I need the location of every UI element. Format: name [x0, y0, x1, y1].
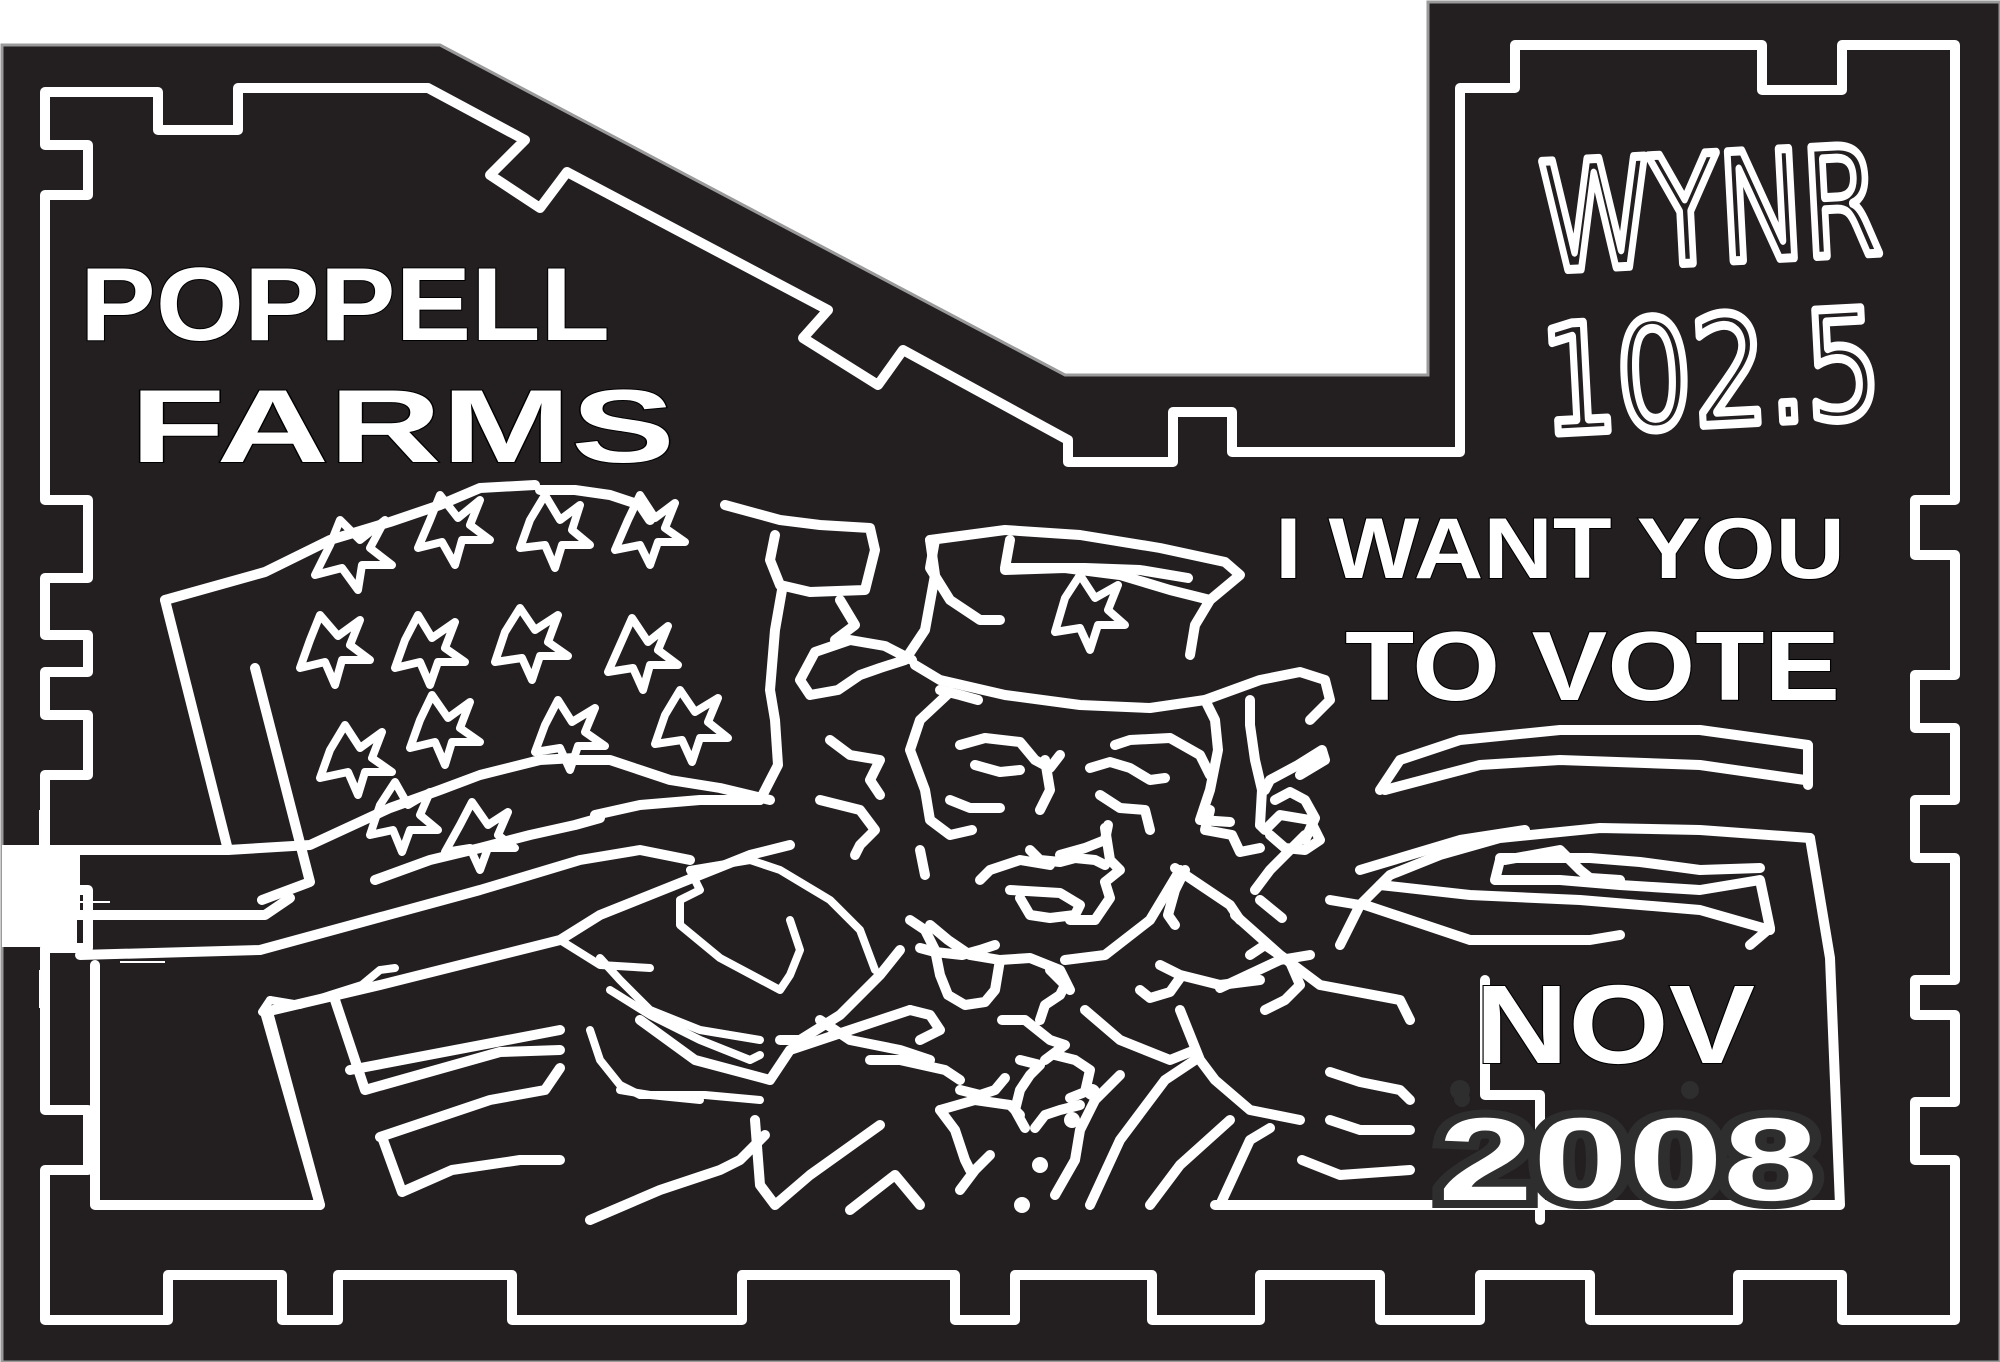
- star-icon: [296, 491, 1129, 874]
- farm-name-line1: POPPELL: [80, 247, 610, 363]
- farm-name-line2: FARMS: [130, 369, 675, 485]
- month-label: NOV: [1475, 962, 1755, 1087]
- flag-icon: [160, 480, 880, 885]
- uncle-sam-icon: [775, 525, 1335, 1200]
- cursor-dots: [1014, 1080, 1699, 1213]
- slogan-line1: I WANT YOU: [1275, 501, 1845, 597]
- station-frequency: 102.5: [1536, 278, 1885, 470]
- slogan-line2: TO VOTE: [1345, 611, 1840, 721]
- entry-gap: [2, 845, 77, 947]
- station-call-sign: WYNR: [1536, 115, 1885, 307]
- year-label: 2008: [1438, 1094, 1818, 1226]
- hand-icon: [258, 856, 879, 1104]
